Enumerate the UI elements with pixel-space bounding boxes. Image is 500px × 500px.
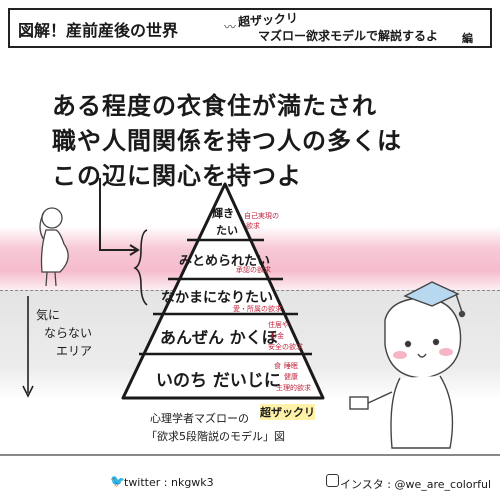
header-subtitle-3: 編 — [462, 32, 473, 45]
level-1-note-line-3: 健康 — [284, 373, 298, 381]
headline-line-3: この辺に関心を持つよ — [52, 162, 302, 190]
pointer-arrow — [99, 178, 136, 251]
caption-line-2: 「欲求5段階説のモデル」図 — [146, 430, 285, 443]
instagram-handle: インスタ : @we_are_colorful — [340, 478, 492, 491]
level-4-label: みとめられたい — [179, 254, 271, 269]
bracket — [133, 229, 148, 306]
area-note-line-1: 気に — [36, 308, 61, 322]
page-title: 図解！産前産後の世界 — [18, 21, 179, 40]
level-1-note-line-1: 食 — [274, 362, 281, 370]
child-with-cap-illustration — [349, 281, 466, 449]
headline-line-1: ある程度の衣食住が満たされ — [52, 92, 377, 120]
level-1-note-line-2: 睡眠 — [284, 362, 298, 370]
level-1-note-line-4: 生理的欲求 — [276, 384, 311, 392]
pyramid-outline — [121, 182, 325, 400]
twitter-handle: twitter : nkgwk3 — [124, 476, 214, 489]
squiggle-icon: 〰 — [224, 20, 237, 34]
level-5-label-line-2: たい — [216, 224, 238, 237]
headline-line-2: 職や人間関係を持つ人の多くは — [52, 127, 402, 155]
level-2-note-line-2: お金 — [270, 332, 284, 340]
level-3-label: なかまになりたい — [161, 290, 273, 306]
level-5-note-line-2: 欲求 — [246, 222, 260, 230]
caption-line-1: 心理学者マズローの — [150, 412, 249, 425]
level-4-note: 承認の欲求 — [236, 266, 271, 274]
area-note-line-3: エリア — [56, 344, 93, 358]
level-5-note-line-1: 自己実現の — [244, 212, 279, 220]
level-3-note: 愛・所属の欲求 — [233, 305, 282, 313]
caption-emphasis: 超ザックリ — [260, 404, 315, 420]
level-2-note-line-1: 住居や — [268, 321, 289, 329]
header-subtitle-2: マズロー欲求モデルで解説するよ — [258, 29, 439, 43]
area-note-line-2: ならない — [44, 326, 93, 340]
instagram-icon — [326, 474, 339, 487]
level-5-label-line-1: 輝き — [212, 207, 234, 220]
level-2-label: あんぜん かくほ — [160, 328, 278, 347]
level-1-label: いのち だいじに — [156, 371, 281, 391]
header-box — [8, 8, 492, 48]
twitter-icon: 🐦 — [110, 474, 125, 488]
footer-divider — [0, 454, 500, 456]
pregnant-woman-illustration — [39, 207, 69, 287]
level-2-note-line-3: 安全の欲求 — [268, 343, 303, 351]
